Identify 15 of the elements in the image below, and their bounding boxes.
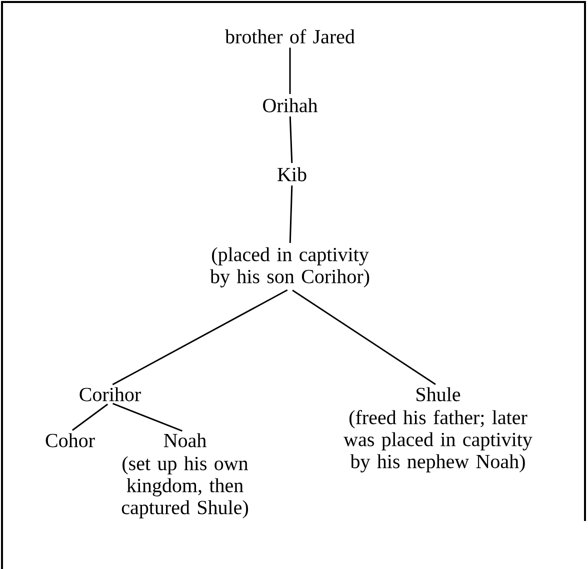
person-entry: Shule (freed his father; later was placed in captivity by his nephew Noah) — [344, 387, 532, 472]
person-name: Corihor — [80, 387, 141, 402]
person-name: (placed in captivity by his son Corihor) — [210, 247, 370, 288]
connector-line — [112, 289, 288, 386]
person-name: Orihah — [263, 98, 318, 112]
connector-line — [289, 185, 293, 244]
person-entry: Noah (set up his own kingdom, then captured Shule) — [122, 433, 248, 518]
person-name: Kib — [278, 167, 306, 182]
connector-line — [112, 402, 182, 432]
connector-line — [289, 116, 293, 164]
person-name: brother of Jared — [225, 29, 355, 44]
person-name: Cohor — [46, 433, 95, 448]
connector-line — [72, 404, 108, 431]
connector-line — [289, 48, 291, 94]
connector-line — [292, 290, 436, 385]
